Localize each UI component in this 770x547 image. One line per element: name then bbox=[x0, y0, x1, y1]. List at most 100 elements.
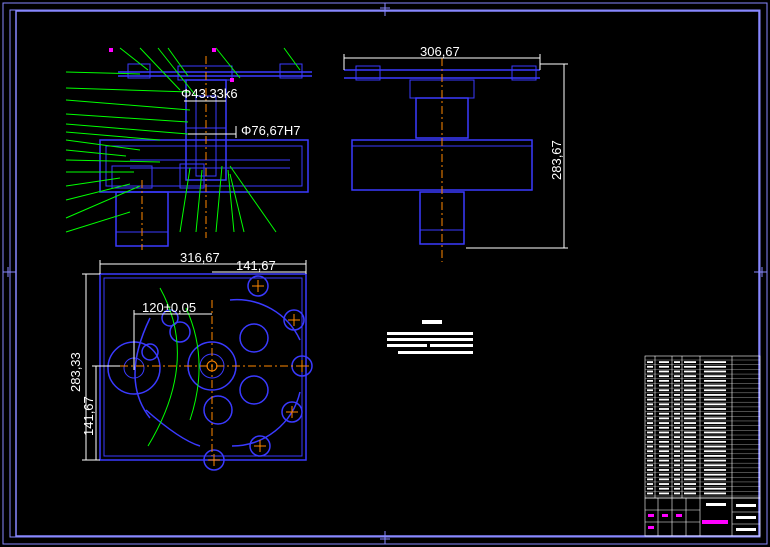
parts-list-cell-mark bbox=[659, 431, 669, 434]
parts-list-cell-mark bbox=[659, 459, 669, 462]
parts-list-cell-mark bbox=[674, 445, 680, 448]
parts-list-cell-mark bbox=[659, 403, 669, 406]
parts-list-cell-mark bbox=[704, 436, 726, 439]
parts-list-cell-mark bbox=[647, 365, 653, 368]
bore-fit-dimension: Φ76,67H7 bbox=[241, 123, 301, 138]
parts-list-cell-mark bbox=[684, 417, 696, 420]
parts-list-cell-mark bbox=[674, 473, 680, 476]
parts-list-cell-mark bbox=[704, 483, 726, 485]
parts-list-cell-mark bbox=[647, 445, 653, 448]
parts-list-cell-mark bbox=[674, 454, 680, 457]
parts-list-cell-mark bbox=[684, 361, 696, 363]
parts-list-cell-mark bbox=[704, 445, 726, 448]
parts-list-cell-mark bbox=[684, 412, 696, 415]
parts-list-cell-mark bbox=[674, 408, 680, 410]
parts-list-cell-mark bbox=[674, 464, 680, 467]
parts-list-cell-mark bbox=[674, 389, 680, 392]
parts-list-cell-mark bbox=[647, 440, 653, 443]
parts-list-cell-mark bbox=[659, 478, 669, 481]
parts-list-cell-mark bbox=[674, 483, 680, 485]
parts-list-cell-mark bbox=[674, 440, 680, 443]
parts-list-cell-mark bbox=[647, 459, 653, 462]
parts-list-cell-mark bbox=[647, 417, 653, 420]
parts-list-cell-mark bbox=[684, 398, 696, 401]
parts-list-cell-mark bbox=[674, 422, 680, 424]
parts-list-cell-mark bbox=[684, 394, 696, 396]
parts-list-cell-mark bbox=[647, 469, 653, 471]
shaft-fit-dimension: Φ43.33k6 bbox=[181, 86, 238, 101]
parts-list-cell-mark bbox=[684, 422, 696, 424]
front-section-view bbox=[99, 48, 312, 250]
parts-list-cell-mark bbox=[704, 431, 726, 434]
parts-list-cell-mark bbox=[659, 412, 669, 415]
parts-list-cell-mark bbox=[704, 394, 726, 396]
parts-list-cell-mark bbox=[684, 389, 696, 392]
parts-list-cell-mark bbox=[659, 379, 669, 382]
parts-list-cell-mark bbox=[704, 361, 726, 363]
parts-list-cell-mark bbox=[647, 436, 653, 439]
parts-list-cell-mark bbox=[704, 408, 726, 410]
parts-list-cell-mark bbox=[704, 459, 726, 462]
parts-list-cell-mark bbox=[647, 398, 653, 401]
parts-list-cell-mark bbox=[647, 454, 653, 457]
parts-list-cell-mark bbox=[659, 361, 669, 363]
parts-list-cell-mark bbox=[674, 394, 680, 396]
parts-list-cell-mark bbox=[704, 370, 726, 373]
parts-list-cell-mark bbox=[659, 445, 669, 448]
parts-list-cell-mark bbox=[647, 487, 653, 490]
parts-list-cell-mark bbox=[647, 361, 653, 363]
parts-list-cell-mark bbox=[647, 412, 653, 415]
center-distance-dimension: 120±0,05 bbox=[142, 300, 196, 315]
parts-list-cell-mark bbox=[704, 473, 726, 476]
parts-list-cell-mark bbox=[684, 365, 696, 368]
parts-list-cell-mark bbox=[647, 473, 653, 476]
parts-list-cell-mark bbox=[704, 417, 726, 420]
plan-view bbox=[82, 260, 313, 471]
parts-list-cell-mark bbox=[704, 440, 726, 443]
parts-list-cell-mark bbox=[684, 492, 696, 495]
parts-list-cell-mark bbox=[659, 375, 669, 378]
parts-list-cell-mark bbox=[684, 375, 696, 378]
parts-list-cell-mark bbox=[704, 478, 726, 481]
parts-list-cell-mark bbox=[684, 379, 696, 382]
parts-list-cell-mark bbox=[647, 483, 653, 485]
parts-list-cell-mark bbox=[674, 417, 680, 420]
parts-list-cell-mark bbox=[704, 487, 726, 490]
parts-list-cell-mark bbox=[659, 365, 669, 368]
parts-list-cell-mark bbox=[704, 492, 726, 495]
title-block-fills bbox=[648, 514, 728, 529]
parts-list-cell-mark bbox=[704, 365, 726, 368]
parts-list-cell-mark bbox=[674, 487, 680, 490]
parts-list-cell-mark bbox=[647, 426, 653, 429]
parts-list-cell-mark bbox=[659, 436, 669, 439]
parts-list-cell-mark bbox=[647, 478, 653, 481]
parts-list-cell-mark bbox=[674, 436, 680, 439]
parts-list-cell-mark bbox=[704, 450, 726, 453]
parts-list-cell-mark bbox=[659, 370, 669, 373]
parts-list-cell-mark bbox=[704, 375, 726, 378]
parts-list-cell-mark bbox=[704, 389, 726, 392]
parts-list-cell-mark bbox=[684, 469, 696, 471]
parts-list-cell-mark bbox=[659, 417, 669, 420]
parts-list-cell-mark bbox=[674, 426, 680, 429]
parts-list-cell-mark bbox=[684, 436, 696, 439]
title-block bbox=[644, 497, 761, 537]
parts-list-cell-mark bbox=[684, 450, 696, 453]
parts-list-cell-mark bbox=[704, 384, 726, 387]
parts-list-cell-mark bbox=[674, 403, 680, 406]
parts-list-cell-mark bbox=[659, 426, 669, 429]
parts-list-cell-mark bbox=[674, 469, 680, 471]
parts-list-cell-mark bbox=[684, 487, 696, 490]
parts-list-cell-mark bbox=[674, 379, 680, 382]
parts-list-cell-mark bbox=[674, 384, 680, 387]
parts-list-cell-mark bbox=[647, 403, 653, 406]
leader-lines-front bbox=[65, 47, 301, 233]
parts-list-cell-mark bbox=[674, 459, 680, 462]
parts-list-cell-mark bbox=[674, 365, 680, 368]
parts-list-cell-mark bbox=[659, 450, 669, 453]
parts-list-cell-mark bbox=[659, 389, 669, 392]
parts-list-cell-mark bbox=[674, 478, 680, 481]
parts-list-cell-mark bbox=[684, 440, 696, 443]
parts-list-cell-mark bbox=[704, 469, 726, 471]
